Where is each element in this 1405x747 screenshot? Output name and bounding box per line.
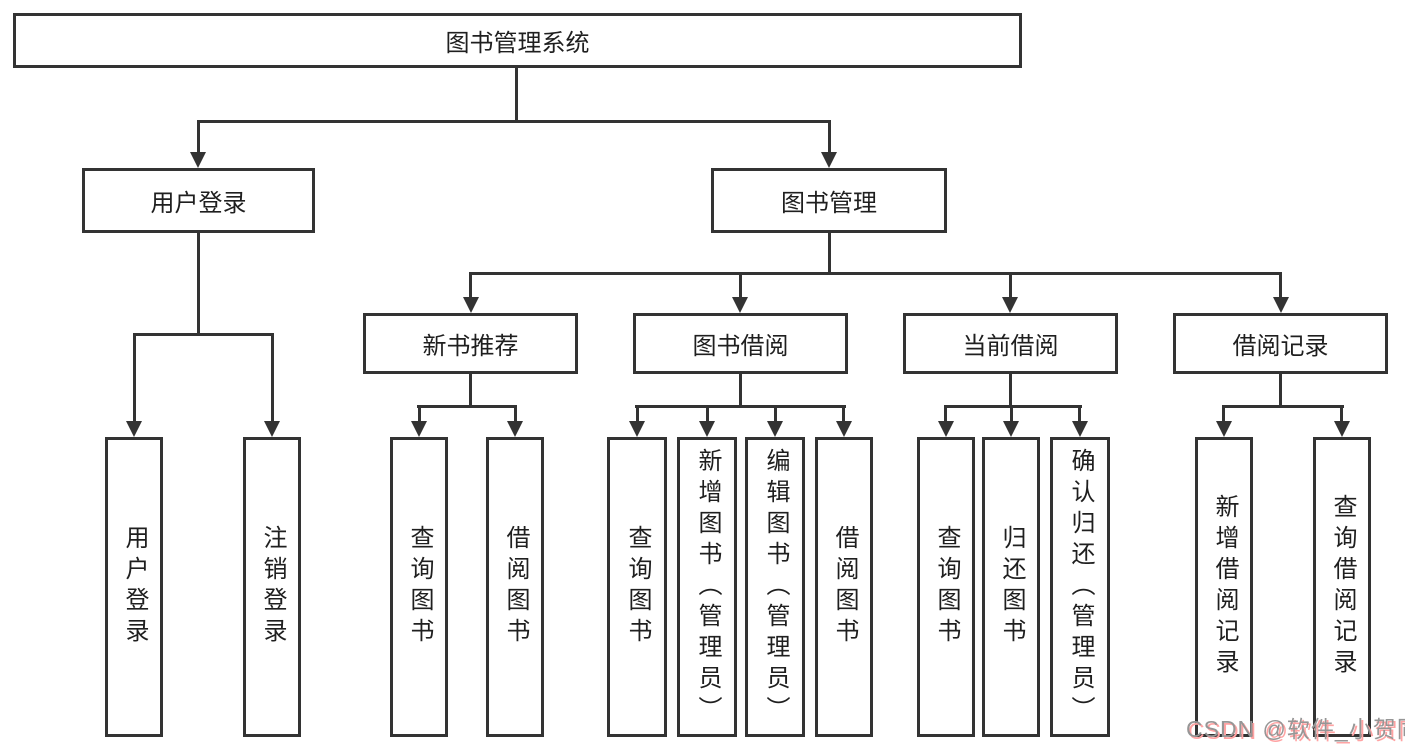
- connector-line: [944, 405, 947, 426]
- arrowhead-down-icon: [1002, 297, 1018, 313]
- node-label: 编辑图书（管理员）: [762, 447, 789, 727]
- connector-line: [469, 272, 472, 301]
- connector-line: [1222, 405, 1344, 408]
- node-borrow-books-recommend: 借阅图书: [486, 437, 544, 737]
- connector-line: [1010, 405, 1013, 426]
- node-add-borrow-record: 新增借阅记录: [1195, 437, 1253, 737]
- arrowhead-down-icon: [411, 421, 427, 437]
- connector-line: [469, 374, 472, 406]
- node-book-management: 图书管理: [711, 168, 947, 233]
- node-current-borrowing: 当前借阅: [903, 313, 1118, 374]
- node-book-borrowing: 图书借阅: [633, 313, 848, 374]
- arrowhead-down-icon: [126, 421, 142, 437]
- node-label: 归还图书: [998, 525, 1025, 649]
- connector-line: [515, 68, 518, 120]
- arrowhead-down-icon: [1003, 421, 1019, 437]
- node-label: 借阅图书: [502, 525, 529, 649]
- node-borrow-books: 借阅图书: [815, 437, 873, 737]
- node-label: 新书推荐: [422, 333, 519, 360]
- connector-line: [1009, 374, 1012, 406]
- node-query-books-recommend: 查询图书: [390, 437, 448, 737]
- node-user-login: 用户登录: [105, 437, 163, 737]
- node-add-books-admin: 新增图书（管理员）: [677, 437, 737, 737]
- node-label: 图书借阅: [692, 333, 789, 360]
- node-label: 新增图书（管理员）: [694, 447, 721, 727]
- node-edit-books-admin: 编辑图书（管理员）: [745, 437, 805, 737]
- connector-line: [739, 374, 742, 406]
- arrowhead-down-icon: [1334, 421, 1350, 437]
- arrowhead-down-icon: [629, 421, 645, 437]
- node-label: 确认归还（管理员）: [1067, 447, 1094, 727]
- arrowhead-down-icon: [699, 421, 715, 437]
- node-query-books-current: 查询图书: [917, 437, 975, 737]
- node-label: 借阅图书: [831, 525, 858, 649]
- node-label: 图书管理: [781, 190, 877, 217]
- connector-line: [197, 233, 200, 333]
- connector-line: [133, 333, 274, 336]
- arrowhead-down-icon: [1273, 297, 1289, 313]
- connector-line: [1279, 374, 1282, 406]
- connector-line: [197, 120, 831, 123]
- arrowhead-down-icon: [507, 421, 523, 437]
- node-label: 查询借阅记录: [1329, 494, 1356, 680]
- node-query-books-borrow: 查询图书: [607, 437, 667, 737]
- node-label: 新增借阅记录: [1211, 494, 1238, 680]
- arrowhead-down-icon: [190, 152, 206, 168]
- arrowhead-down-icon: [821, 152, 837, 168]
- arrowhead-down-icon: [732, 297, 748, 313]
- connector-line: [842, 405, 845, 426]
- node-label: 用户登录: [121, 525, 148, 649]
- node-confirm-return-admin: 确认归还（管理员）: [1050, 437, 1110, 737]
- connector-line: [774, 405, 777, 426]
- node-library-management-system: 图书管理系统: [13, 13, 1022, 68]
- arrowhead-down-icon: [463, 297, 479, 313]
- connector-line: [197, 120, 200, 157]
- node-label: 用户登录: [150, 190, 247, 217]
- connector-line: [1009, 272, 1012, 301]
- connector-line: [469, 272, 1282, 275]
- connector-line: [514, 405, 517, 426]
- node-label: 查询图书: [624, 525, 651, 649]
- connector-line: [1279, 272, 1282, 301]
- node-borrowing-records: 借阅记录: [1173, 313, 1388, 374]
- arrowhead-down-icon: [1072, 421, 1088, 437]
- connector-line: [636, 405, 639, 426]
- connector-line: [635, 405, 846, 408]
- connector-line: [1078, 405, 1081, 426]
- node-label: 借阅记录: [1232, 333, 1329, 360]
- node-query-borrow-record: 查询借阅记录: [1313, 437, 1371, 737]
- connector-line: [828, 120, 831, 157]
- node-new-book-recommendation: 新书推荐: [363, 313, 578, 374]
- node-label: 当前借阅: [962, 333, 1059, 360]
- arrowhead-down-icon: [767, 421, 783, 437]
- connector-line: [1340, 405, 1343, 426]
- connector-line: [133, 333, 136, 425]
- arrowhead-down-icon: [1216, 421, 1232, 437]
- node-return-books: 归还图书: [982, 437, 1040, 737]
- csdn-watermark: CSDN @软件_小贺同学: [1186, 716, 1405, 742]
- connector-line: [418, 405, 421, 426]
- node-label: 注销登录: [259, 525, 286, 649]
- node-label: 查询图书: [933, 525, 960, 649]
- connector-line: [706, 405, 709, 426]
- connector-line: [1222, 405, 1225, 426]
- connector-line: [271, 333, 274, 425]
- connector-line: [944, 405, 1082, 408]
- node-label: 查询图书: [406, 525, 433, 649]
- arrowhead-down-icon: [836, 421, 852, 437]
- arrowhead-down-icon: [264, 421, 280, 437]
- connector-line: [417, 405, 517, 408]
- node-user-login-group: 用户登录: [82, 168, 315, 233]
- node-label: 图书管理系统: [445, 30, 590, 57]
- node-logout: 注销登录: [243, 437, 301, 737]
- connector-line: [828, 233, 831, 275]
- arrowhead-down-icon: [938, 421, 954, 437]
- connector-line: [739, 272, 742, 301]
